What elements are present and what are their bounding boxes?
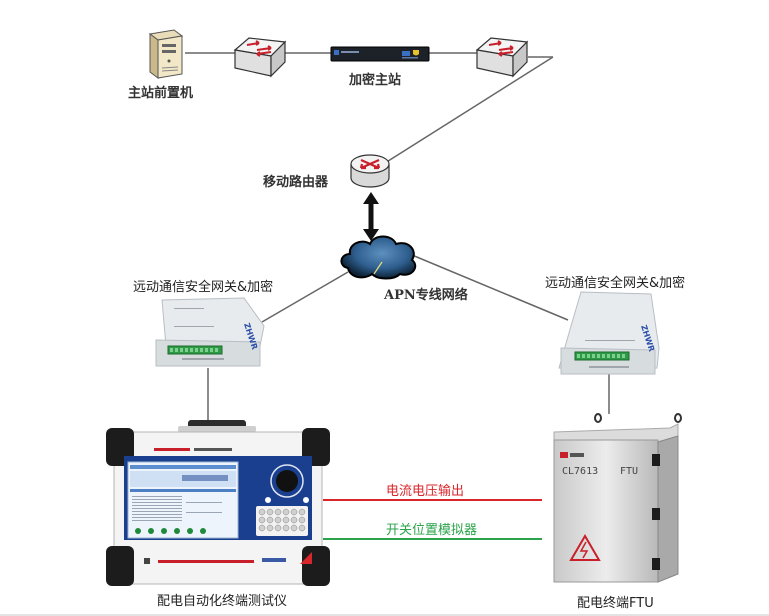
encryption-master-node[interactable]: [330, 45, 430, 63]
link-corner-router: [384, 56, 554, 164]
link-cloud-gateway-left: [261, 271, 349, 323]
security-gateway-icon: ZHWR: [155, 297, 265, 367]
gateway-right-node[interactable]: ZHWR: [555, 290, 667, 376]
tester-node[interactable]: [104, 418, 332, 588]
front-server-node[interactable]: [146, 28, 186, 80]
encryption-master-label: 加密主站: [349, 73, 402, 88]
front-server-label: 主站前置机: [128, 86, 194, 101]
current-voltage-output-label: 电流电压输出: [386, 484, 465, 499]
network-switch-icon: [475, 37, 529, 78]
switch-right-node[interactable]: [475, 36, 529, 78]
ftu-suffix-text: FTU: [620, 466, 638, 477]
mobile-router-node[interactable]: [349, 152, 391, 192]
gateway-right-label: 远动通信安全网关&加密: [545, 276, 686, 291]
switch-position-simulator-label: 开关位置模拟器: [386, 523, 478, 538]
network-switch-icon: [233, 37, 287, 78]
apn-network-label: APN专线网络: [384, 288, 468, 303]
apn-cloud-node[interactable]: [338, 232, 420, 280]
ftu-cabinet-icon: CL7613 FTU: [553, 413, 682, 583]
security-gateway-icon: ZHWR: [558, 291, 660, 375]
rack-encryption-device-icon: [330, 46, 430, 62]
ftu-model-text: CL7613: [562, 466, 598, 477]
ftu-label: 配电终端FTU: [577, 596, 654, 611]
gateway-left-node[interactable]: ZHWR: [152, 296, 268, 368]
router-icon: [350, 154, 390, 188]
switch-left-node[interactable]: [233, 36, 287, 78]
high-voltage-warning-icon: [569, 534, 601, 561]
ftu-node[interactable]: CL7613 FTU: [540, 408, 682, 588]
link-cloud-gateway-right: [411, 254, 569, 321]
server-tower-icon: [148, 29, 184, 79]
bottom-divider: [0, 614, 769, 616]
cloud-network-icon: [340, 235, 417, 280]
mobile-router-label: 移动路由器: [263, 175, 329, 190]
bidirectional-arrow: [363, 192, 379, 241]
tester-label: 配电自动化终端测试仪: [157, 594, 288, 609]
portable-tester-icon: [106, 420, 330, 586]
gateway-left-label: 远动通信安全网关&加密: [133, 280, 274, 295]
